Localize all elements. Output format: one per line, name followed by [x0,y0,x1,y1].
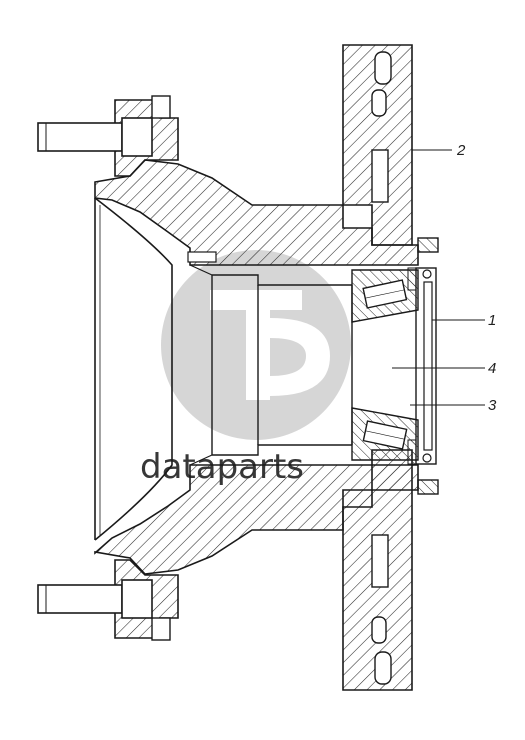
seal-lip-upper [407,267,417,291]
disc-slot [371,616,387,644]
o-ring-upper [422,269,432,279]
callouts: 2 1 4 3 [392,142,497,414]
callout-1: 1 [488,312,496,329]
pin [187,251,217,263]
tapered-roller-lower [362,420,408,450]
disc-slot [374,651,392,685]
bore-step-upper [212,274,352,286]
disc-slot [371,149,389,203]
wheel-flange [37,95,179,641]
tapered-roller-upper [362,279,408,309]
seal-ring [423,281,433,451]
stud-nut [151,95,171,119]
o-ring-lower [422,453,432,463]
cap-rim-lower [417,479,439,495]
watermark-glyph-curve [270,318,330,396]
bore-chamfer [189,454,213,466]
hub-inner-bore [94,197,173,541]
seal-lip-lower [407,439,417,465]
callout-3: 3 [488,397,497,414]
cap-rim-upper [417,237,439,253]
disc-slot [371,89,387,117]
wheel-stud-lower [37,579,153,619]
cap-body [415,267,437,465]
wheel-stud-upper [37,117,153,157]
stud-nut [151,617,171,641]
callout-2: 2 [456,142,466,159]
watermark-glyph [210,290,302,400]
disc-slot [371,534,389,588]
bearing-assembly [351,269,419,461]
bore-chamfer [189,264,213,276]
callout-4: 4 [488,360,496,377]
bore-step-lower [212,444,352,456]
hub-upper-wall [94,159,419,266]
hub-cap [407,237,439,495]
disc-slot [374,51,392,85]
